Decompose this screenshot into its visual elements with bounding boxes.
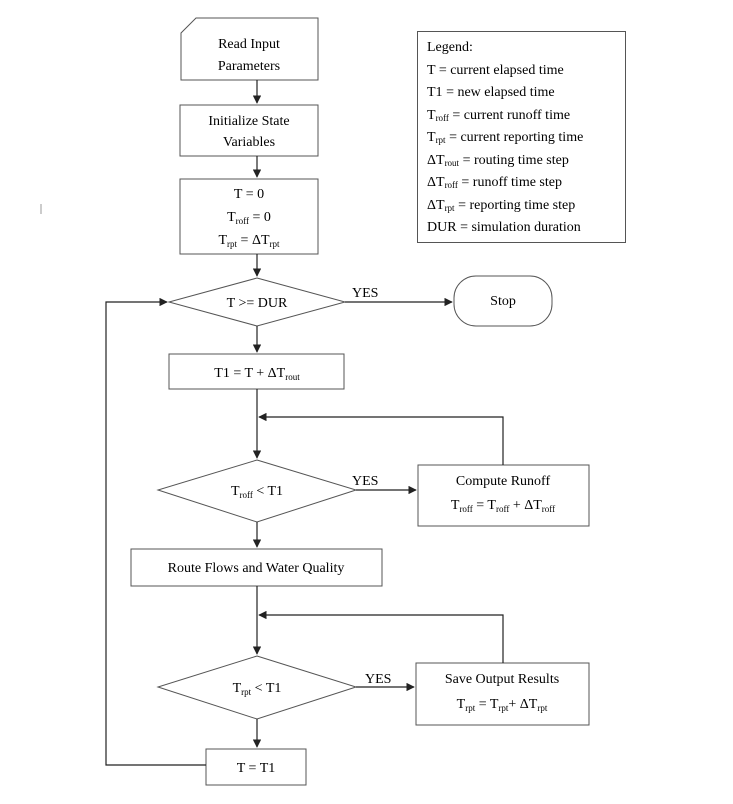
yes-label-rpt: YES bbox=[365, 672, 391, 687]
loop-main-back bbox=[105, 297, 206, 766]
route-flows-node: Route Flows and Water Quality bbox=[130, 548, 383, 587]
save-output-formula: Trpt = Trpt+ ΔTrpt bbox=[457, 697, 548, 713]
legend-box: Legend: T = current elapsed time T1 = new… bbox=[417, 31, 626, 243]
initialize-node: Initialize State Variables bbox=[179, 104, 319, 157]
init-t-label: T = 0 bbox=[234, 187, 264, 202]
read-input-label-2: Parameters bbox=[218, 59, 280, 74]
legend-item: DUR = simulation duration bbox=[427, 220, 581, 235]
decision-roff-node: Troff < T1 bbox=[156, 459, 358, 523]
decision-dur-label: T >= DUR bbox=[227, 296, 288, 311]
stop-label: Stop bbox=[490, 294, 516, 309]
t-reset-label: T = T1 bbox=[237, 761, 276, 776]
t1-assign-label: T1 = T + ΔTrout bbox=[214, 366, 300, 382]
compute-runoff-node: Compute Runoff Troff = Troff + ΔTroff bbox=[417, 464, 590, 527]
legend-items: T = current elapsed time T1 = new elapsed… bbox=[427, 60, 625, 240]
read-input-node: Read Input Parameters bbox=[180, 17, 319, 81]
legend-item: Trpt = current reporting time bbox=[427, 130, 584, 145]
compute-runoff-title: Compute Runoff bbox=[456, 474, 551, 489]
legend-item: T1 = new elapsed time bbox=[427, 85, 555, 100]
loop-save-back bbox=[258, 610, 504, 663]
save-output-node: Save Output Results Trpt = Trpt+ ΔTrpt bbox=[415, 662, 590, 726]
route-flows-label: Route Flows and Water Quality bbox=[168, 561, 345, 576]
init-trpt-label: Trpt = ΔTrpt bbox=[218, 233, 280, 249]
read-input-label-1: Read Input bbox=[218, 37, 280, 52]
initialize-label-1: Initialize State bbox=[208, 114, 289, 129]
decision-dur-node: T >= DUR bbox=[167, 277, 347, 327]
t1-assign-node: T1 = T + ΔTrout bbox=[168, 353, 345, 390]
legend-item: ΔTrout = routing time step bbox=[427, 152, 569, 168]
stop-node: Stop bbox=[453, 275, 553, 327]
loop-compute-back bbox=[258, 412, 504, 465]
legend-item: ΔTroff = runoff time step bbox=[427, 175, 562, 190]
legend-item: Troff = current runoff time bbox=[427, 107, 571, 123]
legend-title: Legend: bbox=[427, 40, 473, 55]
init-vars-node: T = 0 Troff = 0 Trpt = ΔTrpt bbox=[179, 178, 319, 255]
yes-label-roff: YES bbox=[352, 474, 378, 489]
compute-runoff-formula: Troff = Troff + ΔTroff bbox=[451, 498, 555, 514]
legend-item: T = current elapsed time bbox=[427, 62, 564, 78]
init-troff-label: Troff = 0 bbox=[227, 210, 271, 226]
save-output-title: Save Output Results bbox=[445, 672, 559, 687]
decision-roff-label: Troff < T1 bbox=[231, 484, 283, 500]
decision-rpt-label: Trpt < T1 bbox=[233, 681, 282, 697]
decision-rpt-node: Trpt < T1 bbox=[156, 655, 358, 720]
yes-label-dur: YES bbox=[352, 286, 378, 301]
initialize-label-2: Variables bbox=[223, 135, 275, 150]
legend-item: ΔTrpt = reporting time step bbox=[427, 197, 576, 213]
t-reset-node: T = T1 bbox=[205, 748, 307, 786]
